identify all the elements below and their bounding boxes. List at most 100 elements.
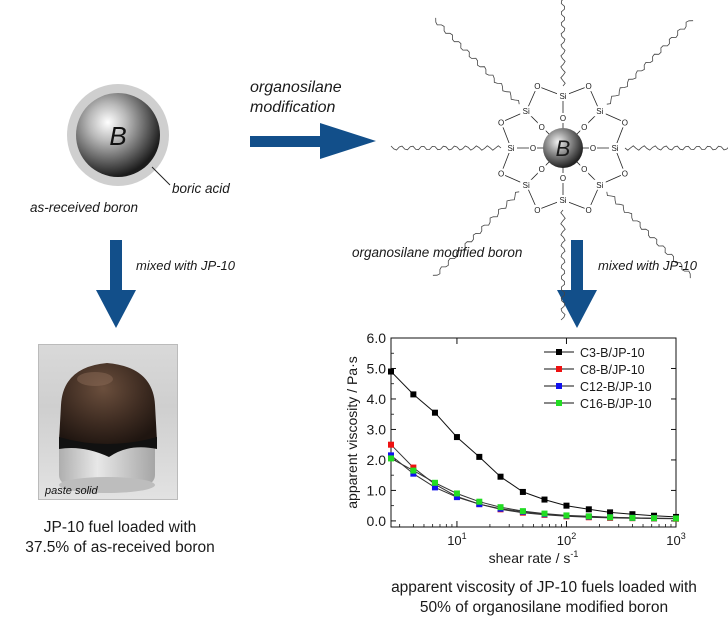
y-tick-label: 2.0 [367,452,387,468]
oxygen-backdrop [559,113,567,123]
y-tick-label: 0.0 [367,513,387,529]
boric-acid-pointer [151,166,171,186]
core-oxygen-label: O [539,123,545,132]
series-1-point [563,502,570,509]
arrow-modification [250,123,376,159]
modified-boron-label: organosilane modified boron [352,245,523,260]
silicon-backdrop [557,195,569,205]
series-1-point [519,488,526,495]
series-line-4 [390,457,677,519]
series-1-point [476,453,483,460]
right-caption: apparent viscosity of JP-10 fuels loaded… [360,578,728,618]
silicon-label: Si [559,92,566,101]
silicon-backdrop [520,106,533,117]
bridging-oxygen-label: O [586,206,592,215]
series-1-point [431,409,438,416]
boron-core [76,93,160,177]
organic-chain-8 [435,17,520,105]
series-4-point [541,510,548,517]
right-caption-line2: 50% of organosilane modified boron [419,599,669,616]
modification-label: organosilane modification [250,78,342,118]
silicon-backdrop [593,106,606,117]
series-3-point [453,494,460,501]
series-4-point [629,514,636,521]
y-tick-label: 4.0 [367,391,387,407]
series-4-point [388,455,394,462]
organic-chain-3 [624,145,728,151]
bridging-oxygen-label: O [622,170,628,179]
jar-illustration [59,363,157,493]
legend-entry: C8-B/JP-10 [580,363,645,377]
series-2-point [410,464,417,471]
as-received-boron-label: as-received boron [30,200,139,215]
series-4-point [519,508,526,515]
left-caption: JP-10 fuel loaded with 37.5% of as-recei… [0,518,240,558]
series-4-point [651,515,658,522]
oxygen-backdrop [580,164,589,175]
organic-chain-2 [606,20,694,105]
modified-boron-symbol: B [556,136,571,161]
modification-label-line1: organosilane [250,79,342,96]
oxygen-backdrop [497,168,506,179]
x-tick-label: 101 [447,531,466,548]
organic-chain-7 [390,145,502,151]
silicon-backdrop [609,143,621,153]
modified-boron-core [543,128,583,168]
y-tick-label: 6.0 [367,330,387,346]
oxygen-backdrop [580,121,589,132]
organic-chain-6 [432,191,520,276]
series-4-point [497,504,504,511]
silicon-label: Si [507,144,514,153]
core-oxygen-label: O [590,144,596,153]
series-1-point [497,473,504,480]
left-caption-line2: 37.5% of as-received boron [25,539,215,556]
bridging-oxygen-label: O [622,118,628,127]
boric-acid-label: boric acid [172,181,230,196]
legend-marker [556,383,562,389]
series-4-point [431,479,438,486]
silicon-label: Si [523,181,530,190]
oxygen-backdrop [497,117,506,128]
silicon-backdrop [593,179,606,190]
series-4-point [410,467,417,474]
series-1-point [541,496,548,503]
organic-chain-4 [606,191,691,279]
x-axis-label: shear rate / s-1 [489,549,579,566]
oxygen-backdrop [559,173,567,183]
bridging-oxygen-label: O [586,82,592,91]
series-4-point [476,498,483,505]
series-3-point [431,484,438,491]
series-1-point [607,509,614,516]
series-4-point [673,515,679,522]
series-1-point [629,511,636,518]
bridging-oxygen-label: O [498,118,504,127]
series-1-point [585,506,592,513]
x-tick-label: 102 [557,531,576,548]
legend-marker [556,366,562,372]
y-tick-label: 5.0 [367,360,387,376]
silicon-backdrop [520,179,533,190]
oxygen-backdrop [620,117,629,128]
silicon-label: Si [596,107,603,116]
oxygen-backdrop [529,143,537,153]
series-line-1 [390,371,677,518]
oxygen-backdrop [533,81,542,92]
silicon-label: Si [611,144,618,153]
core-oxygen-label: O [581,165,587,174]
boron-symbol: B [109,121,126,151]
oxygen-backdrop [584,81,593,92]
oxygen-backdrop [537,164,546,175]
silicon-label: Si [523,107,530,116]
oxygen-backdrop [620,168,629,179]
series-4-point [585,513,592,520]
mixed-right-label: mixed with JP-10 [598,258,697,273]
bridging-oxygen-label: O [498,170,504,179]
paste-solid-photo: paste solid [38,344,178,500]
series-1-point [388,368,394,375]
as-received-boron-particle: B [67,84,171,186]
organic-chain-1 [560,0,566,87]
core-oxygen-label: O [539,165,545,174]
bridging-oxygen-label: O [534,206,540,215]
